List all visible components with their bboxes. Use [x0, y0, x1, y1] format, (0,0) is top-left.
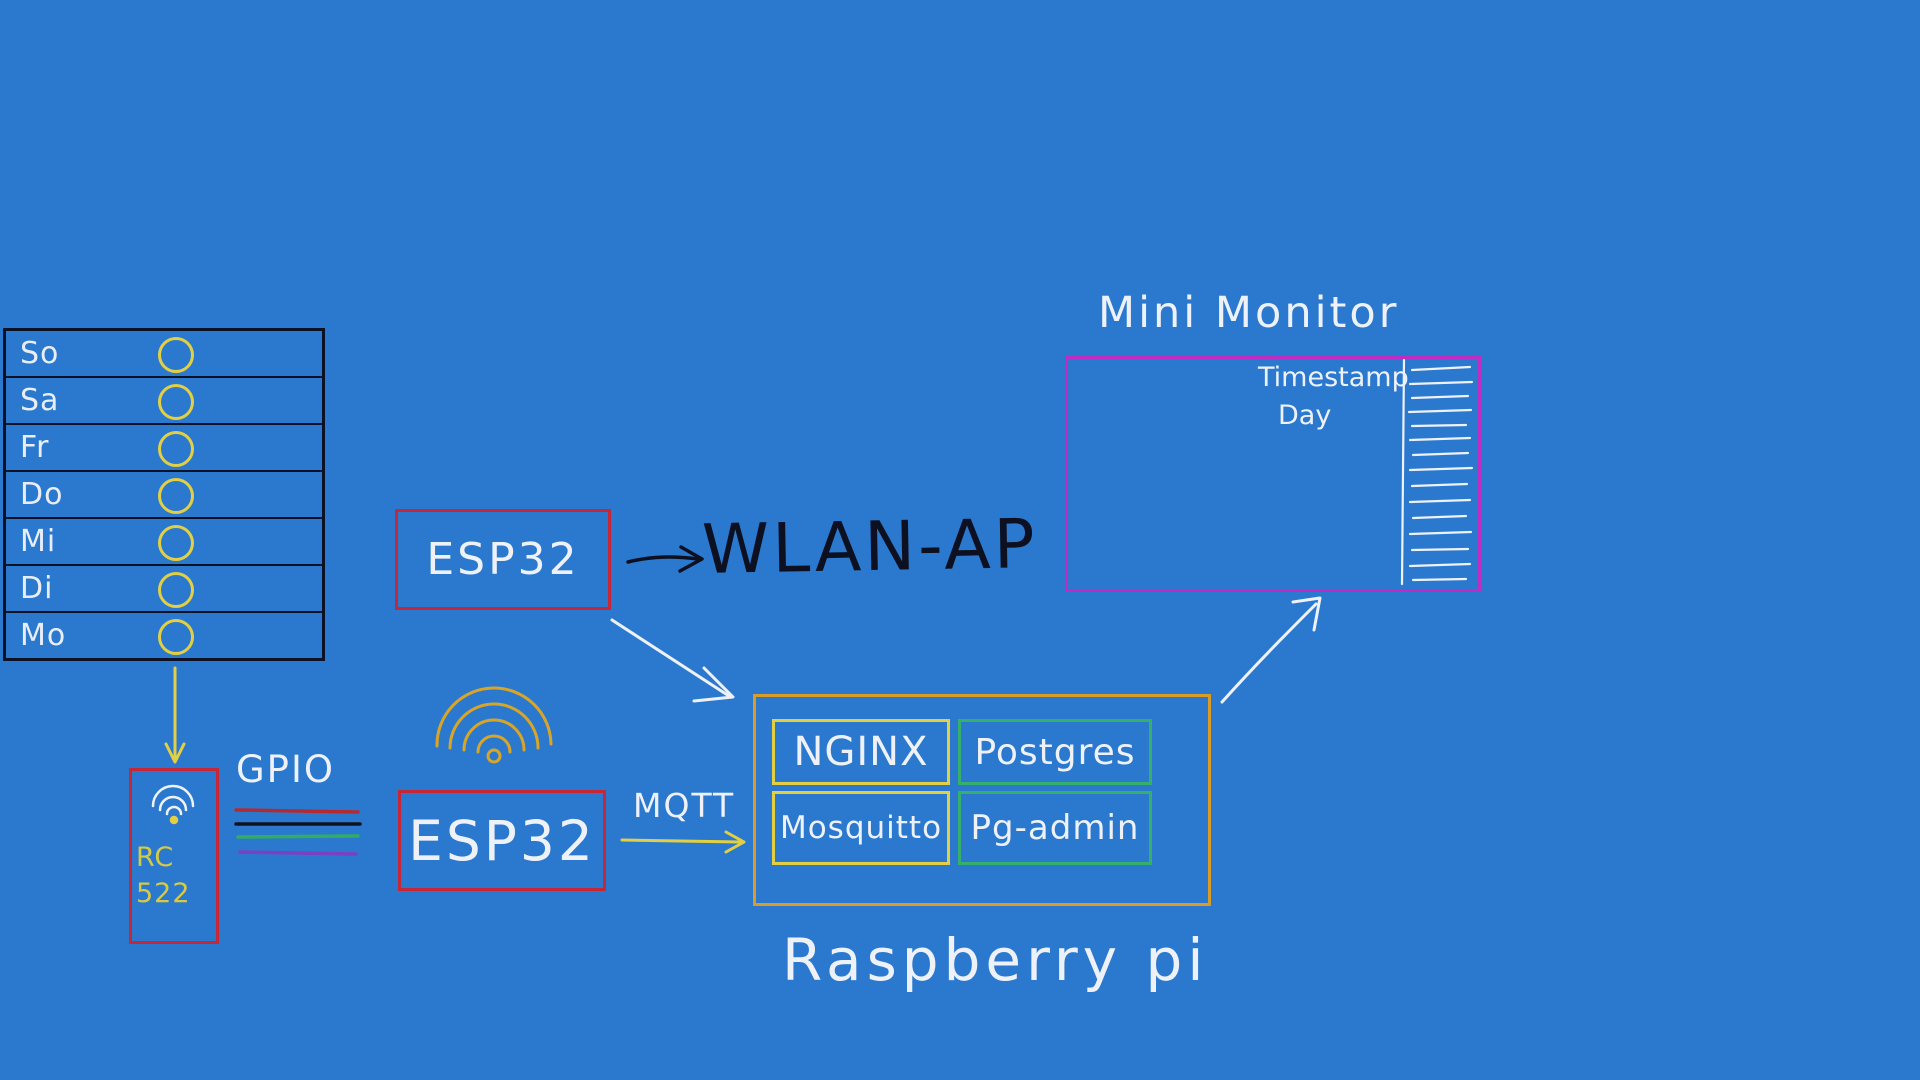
monitor-header-day: Day — [1278, 400, 1332, 431]
gpio-label: GPIO — [236, 748, 336, 791]
service-label: Mosquitto — [779, 810, 943, 846]
esp32-bottom-box: ESP32 — [398, 790, 606, 891]
wlan-ap-label: WLAN-AP — [701, 505, 1039, 590]
arrow-esp32-to-raspberry — [610, 618, 735, 703]
status-circle-icon — [158, 478, 194, 514]
weekday-label: Do — [20, 477, 64, 512]
weekday-label: Mo — [20, 618, 67, 653]
arrow-table-to-rfid — [164, 666, 186, 764]
arrow-mqtt — [620, 830, 746, 854]
weekday-row: So — [6, 331, 322, 378]
weekday-label: Di — [20, 571, 54, 606]
weekday-label: Mi — [20, 524, 57, 559]
status-circle-icon — [158, 525, 194, 561]
service-box-nginx: NGINX — [772, 719, 950, 785]
monitor-header-timestamp: Timestamp — [1258, 362, 1409, 393]
esp32-top-box: ESP32 — [395, 509, 611, 610]
status-circle-icon — [158, 384, 194, 420]
status-circle-icon — [158, 572, 194, 608]
esp32-top-label: ESP32 — [426, 534, 580, 585]
status-circle-icon — [158, 619, 194, 655]
rfid-reader-label: RC 522 — [136, 840, 191, 912]
weekday-schedule-table: So Sa Fr Do Mi Di Mo — [3, 328, 325, 661]
mini-monitor-title: Mini Monitor — [1098, 288, 1400, 338]
service-box-pgadmin: Pg-admin — [958, 791, 1152, 865]
weekday-row: Di — [6, 566, 322, 613]
status-circle-icon — [158, 337, 194, 373]
rfid-label-line2: 522 — [136, 878, 191, 909]
mqtt-label: MQTT — [633, 786, 736, 825]
raspberry-pi-box: NGINX Postgres Mosquitto Pg-admin — [753, 694, 1211, 906]
service-label: NGINX — [793, 729, 929, 775]
service-label: Postgres — [974, 731, 1136, 773]
arrow-esp32-to-wlan — [626, 545, 704, 573]
weekday-row: Sa — [6, 378, 322, 425]
weekday-label: Fr — [20, 430, 50, 465]
weekday-row: Fr — [6, 425, 322, 472]
weekday-label: Sa — [20, 383, 60, 418]
gpio-wires — [234, 808, 362, 856]
status-circle-icon — [158, 431, 194, 467]
rfid-label-line1: RC — [136, 842, 175, 873]
weekday-row: Mo — [6, 613, 322, 658]
rfid-reader-box — [129, 768, 219, 944]
wifi-icon-esp32 — [435, 686, 553, 764]
mini-monitor-box — [1065, 356, 1481, 592]
arrow-raspberry-to-monitor — [1220, 596, 1322, 704]
esp32-bottom-label: ESP32 — [408, 808, 596, 873]
service-box-mosquitto: Mosquitto — [772, 791, 950, 865]
weekday-label: So — [20, 336, 60, 371]
weekday-row: Do — [6, 472, 322, 519]
service-box-postgres: Postgres — [958, 719, 1152, 785]
service-label: Pg-admin — [970, 808, 1140, 848]
weekday-row: Mi — [6, 519, 322, 566]
raspberry-pi-caption: Raspberry pi — [782, 926, 1209, 994]
